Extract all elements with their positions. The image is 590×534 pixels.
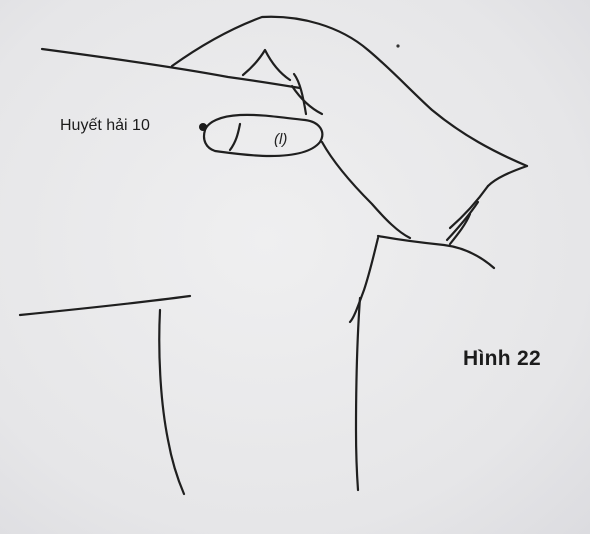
leg-right-contour bbox=[350, 238, 378, 322]
knuckle-fold bbox=[243, 50, 290, 80]
thumb-outline bbox=[204, 115, 322, 156]
thumb-nail-line bbox=[230, 124, 240, 150]
wrist-bottom bbox=[378, 236, 494, 268]
knuckle-crease bbox=[294, 74, 306, 114]
hand-back-outline bbox=[172, 17, 527, 166]
acupoint-dot bbox=[199, 123, 207, 131]
palm-lower-edge bbox=[322, 142, 410, 238]
wrist-top bbox=[488, 166, 527, 186]
ink-speck bbox=[396, 44, 399, 47]
finger-mark-label: (l) bbox=[274, 131, 287, 148]
acupoint-label: Huyết hải 10 bbox=[60, 117, 150, 135]
leg-left-top bbox=[20, 296, 190, 315]
leg-right-lower bbox=[356, 298, 360, 490]
leg-left-contour bbox=[159, 310, 184, 494]
finger-gap bbox=[292, 86, 322, 114]
figure-caption: Hình 22 bbox=[463, 347, 541, 371]
wrist-crease-2 bbox=[447, 202, 478, 240]
wrist-crease-1 bbox=[450, 186, 488, 228]
